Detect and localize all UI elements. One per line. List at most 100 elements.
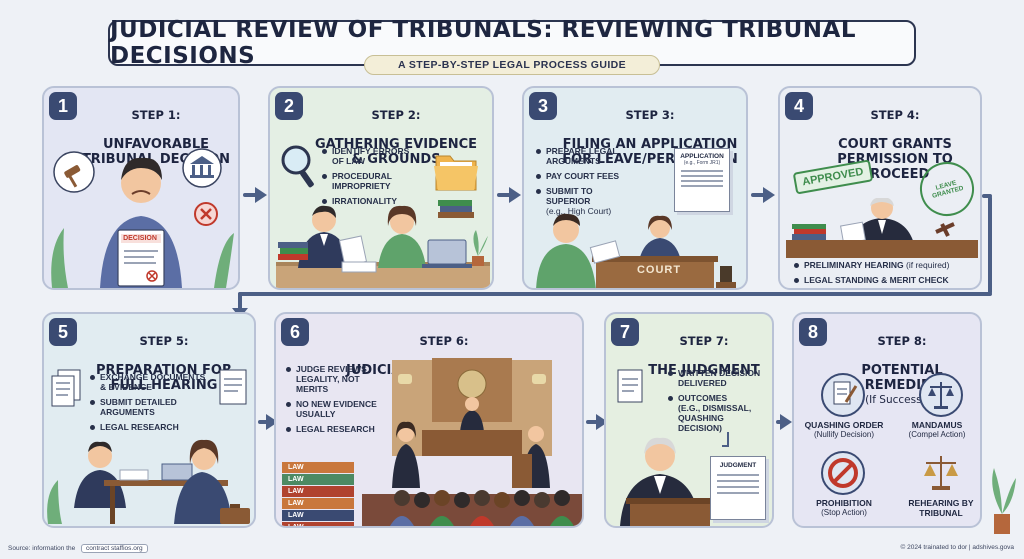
remedy-name: REHEARING BY TRIBUNAL [908, 498, 974, 518]
law-book: LAW [282, 474, 354, 485]
prohibition-icon [821, 451, 865, 495]
step-number: 8 [799, 318, 827, 346]
decision-document-label: DECISION [123, 235, 157, 242]
step-number: 3 [529, 92, 557, 120]
row-connector-vertical [988, 196, 992, 294]
step-title: STEP 1: UNFAVORABLE TRIBUNAL DECISION [78, 94, 234, 168]
bullet-item: PREPARE LEGAL ARGUMENTS [536, 146, 636, 166]
step-label: STEP 5: [139, 334, 189, 348]
documents-icon [51, 369, 81, 407]
bullet-text: PRELIMINARY HEARING [804, 260, 904, 270]
frustrated-person-illustration [51, 148, 234, 288]
flow-arrow-5-shaft [258, 420, 270, 424]
application-form-subtitle: (e.g., Form JR1) [683, 160, 721, 166]
bullet-item: LEGAL STANDING & MERIT CHECK [794, 275, 978, 285]
bullet-item: PROCEDURAL IMPROPRIETY [322, 171, 422, 191]
bullet-item: NO NEW EVIDENCE USUALLY [286, 399, 382, 419]
step-title: STEP 4: COURT GRANTS PERMISSION TO PROCE… [814, 94, 976, 183]
title-banner: JUDICIAL REVIEW OF TRIBUNALS: REVIEWING … [108, 17, 916, 69]
flow-arrow-7 [780, 414, 792, 430]
judge-delivering-judgment-illustration [620, 432, 729, 526]
flow-arrow-2 [509, 187, 521, 203]
footer-source-text: Source: information the [8, 545, 76, 552]
lawyers-meeting-illustration [276, 205, 490, 288]
bullet-item: WRITTEN DECISION DELIVERED [668, 368, 768, 388]
bullet-item: LEGAL RESEARCH [90, 422, 208, 432]
flow-arrow-2-shaft [497, 193, 511, 197]
flow-arrow-3-shaft [751, 193, 765, 197]
step-4-bullets: PRELIMINARY HEARING (if required) LEGAL … [794, 260, 978, 288]
bullet-item: LEGAL RESEARCH [286, 424, 382, 434]
page-subtitle: A STEP-BY-STEP LEGAL PROCESS GUIDE [364, 55, 660, 75]
step-7-card: 7 STEP 7: THE JUDGMENT WRITTEN DECISION … [604, 312, 774, 528]
documents-stack-icon [219, 369, 247, 405]
remedy-note: (Compel Action) [908, 430, 966, 439]
footer-source-link[interactable]: contract staffios.org [81, 544, 148, 553]
quashing-order-icon [821, 373, 865, 417]
row-connector-top [982, 194, 992, 198]
flow-arrow-3 [763, 187, 775, 203]
step-number: 6 [281, 318, 309, 346]
flow-arrow-6-shaft [586, 420, 598, 424]
footer-copyright: © 2024 trainated to dor | adshives.gova [900, 544, 1014, 551]
mandamus-scales-icon [919, 373, 963, 417]
step-number: 4 [785, 92, 813, 120]
step-7-bullets: WRITTEN DECISION DELIVERED OUTCOMES(e.g.… [668, 368, 768, 438]
application-form: APPLICATION (e.g., Form JR1) [674, 148, 730, 212]
bullet-note: (e.g., High Court) [546, 206, 612, 216]
bullet-text: SUBMIT TO SUPERIOR [546, 186, 593, 206]
step-2-bullets: IDENTIFY ERRORS OF LAW PROCEDURAL IMPROP… [322, 146, 422, 211]
judge-granting-permission-illustration [786, 198, 978, 258]
remedy-mandamus: MANDAMUS (Compel Action) [894, 420, 980, 440]
remedy-name: MANDAMUS [911, 420, 963, 430]
approved-stamp: APPROVED [792, 159, 874, 195]
law-book: LAW [282, 486, 354, 497]
step-3-card: 3 STEP 3: FILING AN APPLICATION FOR LEAV… [522, 86, 748, 290]
step-title: STEP 5: PREPARATION FOR FULL HEARING [78, 320, 250, 394]
bullet-text: OUTCOMES [678, 393, 728, 403]
step-title: STEP 2: GATHERING EVIDENCE & GROUNDS [304, 94, 488, 168]
document-icon [617, 369, 643, 403]
step-heading: PREPARATION FOR FULL HEARING [96, 363, 232, 393]
bullet-item: SUBMIT DETAILED ARGUMENTS [90, 397, 208, 417]
flow-arrow-1-shaft [243, 193, 257, 197]
step-3-bullets: PREPARE LEGAL ARGUMENTS PAY COURT FEES S… [536, 146, 636, 221]
flow-arrow-1 [255, 187, 267, 203]
bullet-item: PAY COURT FEES [536, 171, 636, 181]
magnifier-icon [281, 145, 314, 188]
judgment-document: JUDGMENT [710, 456, 766, 520]
bullet-item: EXCHANGE DOCUMENTS & EVIDENCE [90, 372, 208, 392]
footer-source: Source: information the contract staffio… [8, 544, 148, 553]
step-label: STEP 4: [870, 108, 920, 122]
bullet-item: IDENTIFY ERRORS OF LAW [322, 146, 422, 166]
remedy-note: (Stop Action) [821, 508, 867, 517]
remedy-name: PROHIBITION [816, 498, 872, 508]
step-5-bullets: EXCHANGE DOCUMENTS & EVIDENCE SUBMIT DET… [90, 372, 208, 437]
page-title: JUDICIAL REVIEW OF TRIBUNALS: REVIEWING … [110, 17, 856, 69]
law-book: LAW [282, 462, 354, 473]
bullet-item: PRELIMINARY HEARING (if required) [794, 260, 978, 270]
step-number: 2 [275, 92, 303, 120]
rehearing-scales-icon [924, 456, 958, 490]
remedy-rehearing: REHEARING BY TRIBUNAL [906, 498, 976, 518]
bullet-item: SUBMIT TO SUPERIOR(e.g., High Court) [536, 186, 636, 216]
step-number: 1 [49, 92, 77, 120]
step-2-card: 2 STEP 2: GATHERING EVIDENCE & GROUNDS I… [268, 86, 494, 290]
decorative-plant-icon [992, 468, 1016, 534]
step-label: STEP 1: [131, 108, 181, 122]
bullet-item: OUTCOMES(e.g., DISMISSAL, QUASHING DECIS… [668, 393, 768, 433]
step-label: STEP 2: [371, 108, 421, 122]
lawyers-preparing-illustration [47, 439, 250, 524]
step-label: STEP 6: [419, 334, 469, 348]
step-heading: GATHERING EVIDENCE & GROUNDS [314, 137, 478, 167]
court-desk-label: COURT [636, 264, 682, 276]
law-books-stack: LAW LAW LAW LAW LAW LAW [282, 462, 354, 526]
bullet-note: (if required) [906, 260, 950, 270]
step-8-card: 8 STEP 8: POTENTIAL REMEDIES (If Success… [792, 312, 982, 528]
remedy-name: QUASHING ORDER [804, 420, 884, 430]
bullet-note: (e.g., DISMISSAL, QUASHING DECISION) [678, 403, 752, 433]
row-connector-horizontal [238, 292, 992, 296]
step-number: 5 [49, 318, 77, 346]
step-5-card: 5 STEP 5: PREPARATION FOR FULL HEARING E… [42, 312, 256, 528]
law-book: LAW [282, 522, 354, 526]
